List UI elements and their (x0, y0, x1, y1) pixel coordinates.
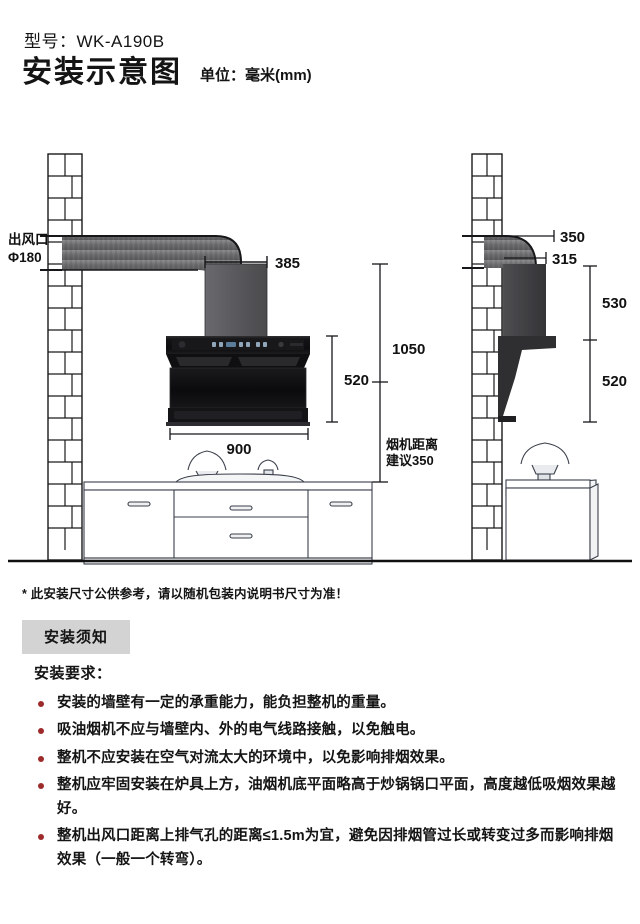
dim-lower-height-side-label: 520 (602, 373, 627, 390)
cooktop-side (520, 442, 570, 481)
dim-upper-height-side-label: 530 (602, 295, 627, 312)
dim-depth-upper-label: 350 (560, 229, 585, 246)
dim-hood-width (169, 428, 309, 440)
dim-total-height (372, 263, 388, 483)
notice-body: 安装要求： 安装的墙壁有一定的承重能力，能负担整机的重量。 吸油烟机不应与墙壁内… (34, 662, 624, 876)
dim-hood-height-label: 520 (344, 372, 369, 389)
dim-distance-note-line2: 建议350 (386, 453, 434, 468)
footnote: * 此安装尺寸公供参考，请以随机包装内说明书尺寸为准！ (22, 587, 349, 601)
page-title: 安装示意图 (22, 56, 182, 89)
dim-hood-height (326, 335, 338, 423)
dim-chimney-width-label: 385 (275, 255, 300, 272)
outlet-label-line1: 出风口 (8, 231, 49, 247)
list-item: 整机出风口距离上排气孔的距离≤1.5m为宜，避免因排烟管过长或转变过多而影响排烟… (34, 825, 624, 872)
dim-depth-lower (504, 252, 547, 264)
outlet-label: 出风口 Φ180 (8, 231, 49, 265)
title-row: 安装示意图 单位：毫米(mm) (22, 58, 312, 88)
dim-lower-height-side (583, 340, 597, 423)
wall-right (471, 153, 503, 561)
technical-drawing: 出风口 Φ180 385 (0, 140, 640, 580)
dim-total-height-label: 1050 (392, 341, 425, 358)
dim-depth-lower-label: 315 (552, 251, 577, 268)
model-number: 型号：WK-A190B (24, 32, 165, 51)
cabinet-front (83, 473, 373, 565)
wall-left (47, 153, 83, 561)
cabinet-side (505, 479, 599, 561)
dim-hood-width-label: 900 (226, 441, 251, 458)
dim-depth-upper (500, 230, 555, 242)
dim-chimney-width (204, 256, 268, 268)
range-hood-side (498, 264, 556, 422)
dim-upper-height-side (583, 265, 597, 341)
requirements-list: 安装的墙壁有一定的承重能力，能负担整机的重量。 吸油烟机不应与墙壁内、外的电气线… (34, 692, 624, 872)
list-item: 吸油烟机不应与墙壁内、外的电气线路接触，以免触电。 (34, 719, 624, 742)
list-item: 安装的墙壁有一定的承重能力，能负担整机的重量。 (34, 692, 624, 715)
outlet-label-line2: Φ180 (8, 250, 42, 265)
list-item: 整机不应安装在空气对流太大的环境中，以免影响排烟效果。 (34, 747, 624, 770)
unit-note: 单位：毫米(mm) (200, 67, 312, 84)
chimney-front (204, 263, 268, 347)
notice-badge: 安装须知 (22, 620, 131, 654)
dim-distance-note-line1: 烟机距离 (386, 437, 438, 452)
range-hood-front (166, 336, 310, 426)
requirements-heading: 安装要求： (34, 665, 112, 682)
list-item: 整机应牢固安装在炉具上方，油烟机底平面略高于炒锅锅口平面，高度越低吸烟效果越好。 (34, 774, 624, 821)
